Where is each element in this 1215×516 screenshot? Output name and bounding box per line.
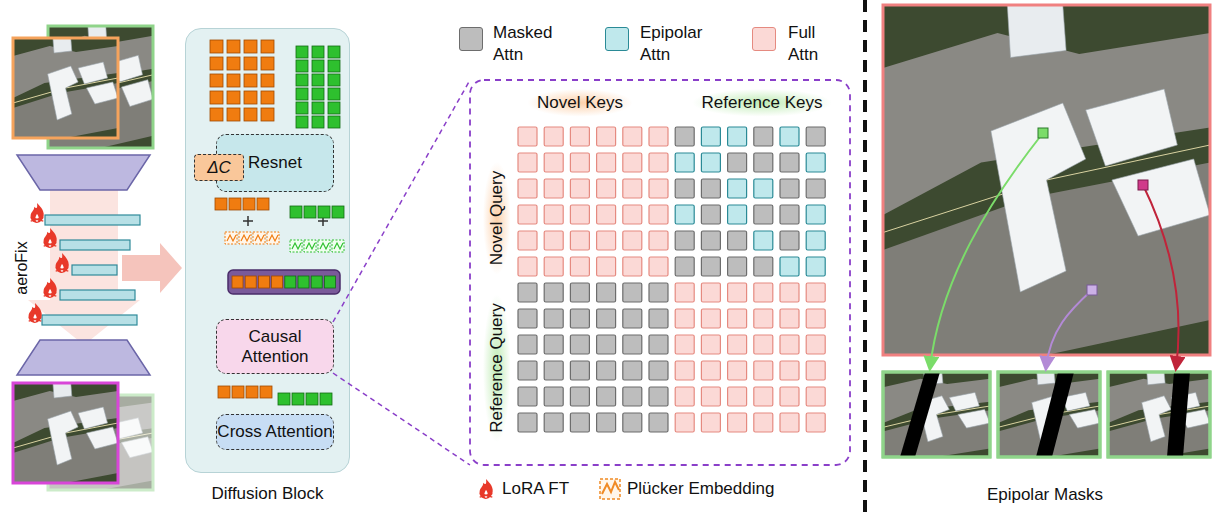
legend-text: LoRA FT [502,478,592,500]
attention-matrix [518,127,825,432]
input-output-images [13,26,153,490]
causal-attention-box: Causal Attention [216,319,334,374]
flow-arrow [122,243,182,293]
diffusion-block-panel: Diffusion BlockΔCResnetCausal AttentionC… [185,28,350,473]
cross-attention-box: Cross Attention [216,414,334,450]
box-label: ΔC [207,158,231,178]
axis-label: Novel Keys [527,89,633,117]
box-label: Resnet [248,153,302,173]
zoom-lines [333,80,470,465]
lora-icon [480,479,493,499]
axis-label: Reference Keys [692,89,833,117]
legend-text: Epipolar Attn [640,22,718,66]
separator [863,0,867,516]
legend-text: Masked Attn [493,22,565,66]
legend-swatch [752,27,776,51]
plucker-icon [600,479,620,499]
box-label: Cross Attention [217,422,332,442]
legend-text: Full Attn [788,22,834,66]
panel-caption: Epipolar Masks [987,485,1103,505]
delta-c-box: ΔC [194,154,244,181]
method-name: aeroFix [12,241,31,294]
matrix-frame [470,80,850,465]
legend-text: Plücker Embedding [627,478,797,500]
legend-swatch [605,27,629,51]
epipolar-images [883,5,1210,457]
axis-label: Reference Query [483,293,511,442]
box-label: Causal Attention [217,327,333,366]
axis-label: Novel Query [483,161,511,275]
correspondence-arrows [930,128,1179,368]
block-heading: Diffusion Block [166,484,369,504]
legend-swatch [459,27,483,51]
aerofix-network [17,155,150,375]
